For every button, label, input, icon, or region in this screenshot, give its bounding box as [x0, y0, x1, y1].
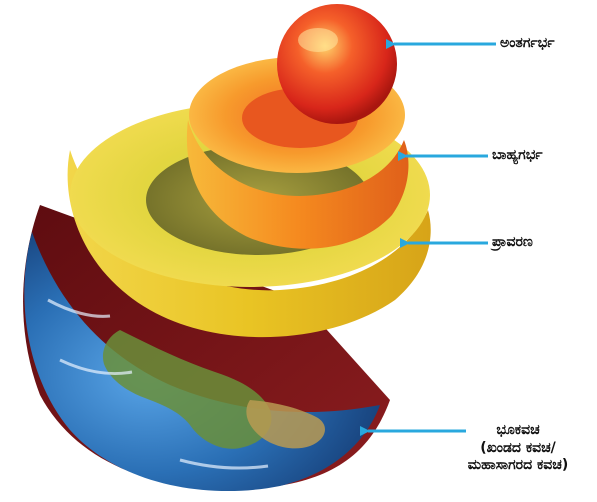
inner-core-layer	[277, 4, 397, 124]
mantle-label: ಪ್ರಾವರಣ	[492, 234, 533, 252]
crust-label-line3: ಮಹಾಸಾಗರದ ಕವಚ)	[448, 457, 588, 475]
inner-core-sphere	[277, 4, 397, 124]
outer-core-label: ಬಾಹ್ಯಗರ್ಭ	[492, 147, 543, 165]
crust-label-line1: ಭೂಕವಚ	[448, 422, 588, 440]
crust-label-line2: (ಖಂಡದ ಕವಚ/	[448, 440, 588, 458]
inner-core-label: ಅಂತರ್ಗರ್ಭ	[500, 35, 555, 53]
crust-label: ಭೂಕವಚ (ಖಂಡದ ಕವಚ/ ಮಹಾಸಾಗರದ ಕವಚ)	[448, 422, 588, 475]
inner-core-highlight	[298, 28, 338, 52]
